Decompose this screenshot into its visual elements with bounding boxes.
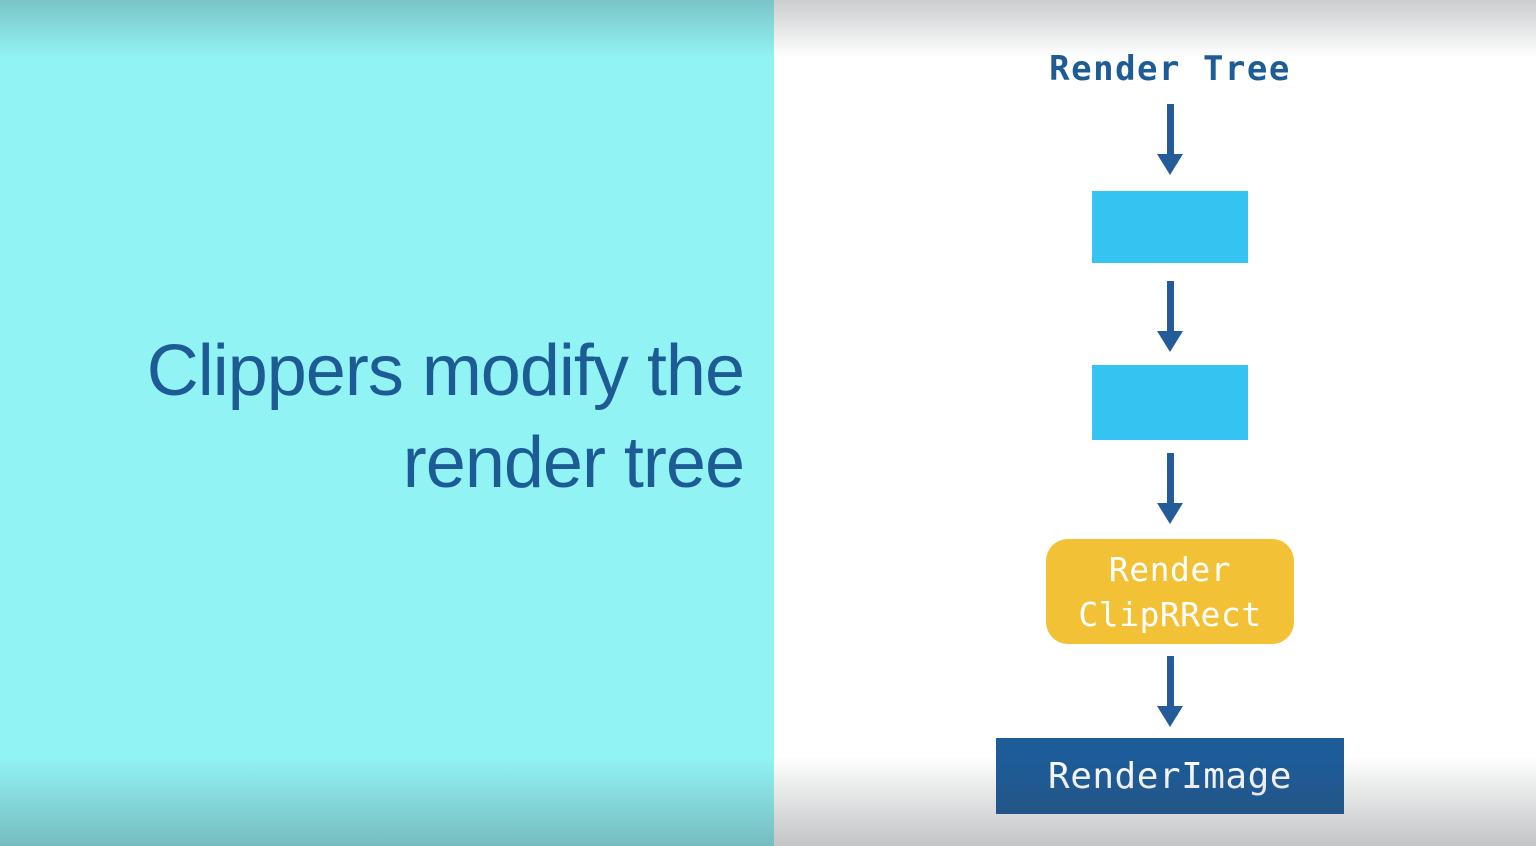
- diagram-panel: Render Tree Render ClipRRect: [774, 0, 1536, 846]
- arrow-down-icon: [1157, 104, 1183, 175]
- arrow-down-icon: [1157, 453, 1183, 524]
- render-tree-flowchart: Render Tree Render ClipRRect: [789, 0, 1536, 846]
- render-image-label: RenderImage: [1048, 755, 1292, 797]
- cliprrect-label-line-2: ClipRRect: [1078, 594, 1262, 634]
- headline-line-1: Clippers modify the: [146, 331, 745, 411]
- render-image-node: RenderImage: [996, 738, 1344, 814]
- render-node-box-2: [1092, 365, 1248, 440]
- cliprrect-label-line-1: Render: [1108, 549, 1232, 589]
- arrow-down-icon: [1157, 281, 1183, 352]
- headline-line-2: render tree: [402, 423, 745, 503]
- arrow-stem: [1166, 656, 1174, 706]
- arrow-stem: [1166, 104, 1174, 154]
- arrow-head: [1157, 331, 1183, 352]
- slide-headline: Clippers modify the render tree: [146, 325, 745, 509]
- arrow-stem: [1166, 453, 1174, 503]
- arrow-head: [1157, 503, 1183, 524]
- arrow-stem: [1166, 281, 1174, 331]
- render-tree-title: Render Tree: [1049, 49, 1291, 89]
- arrow-down-icon: [1157, 656, 1183, 727]
- render-cliprrect-node: Render ClipRRect: [1046, 539, 1294, 644]
- caption-panel: Clippers modify the render tree: [0, 0, 774, 846]
- render-node-box-1: [1092, 191, 1248, 263]
- arrow-head: [1157, 706, 1183, 727]
- arrow-head: [1157, 154, 1183, 175]
